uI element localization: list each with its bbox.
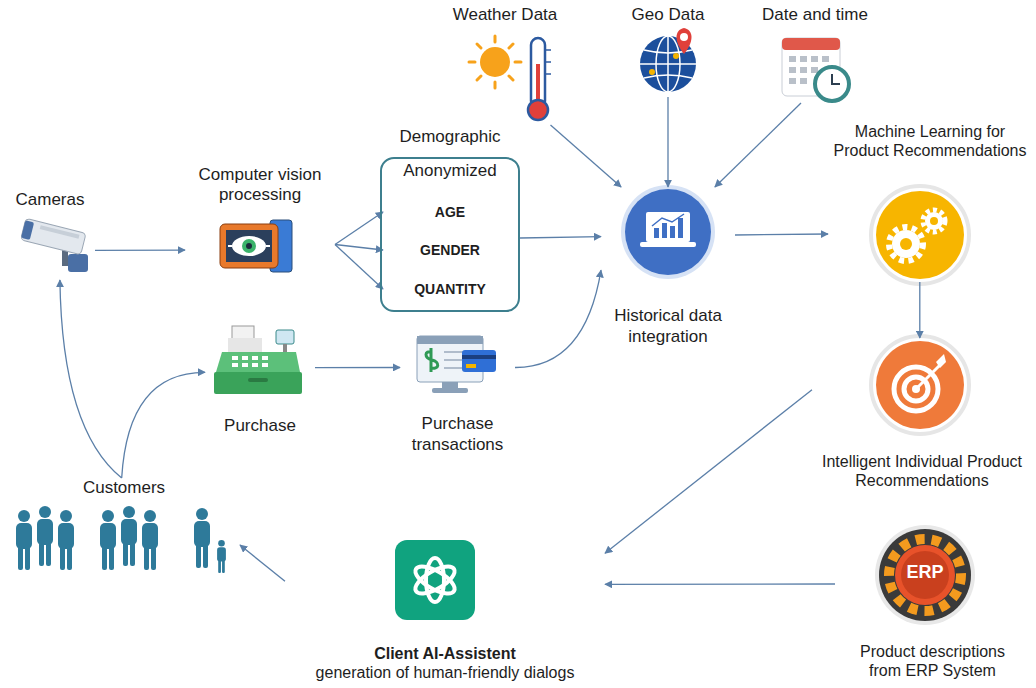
weather-icon [469, 36, 551, 120]
node-label: GENDER [420, 242, 480, 259]
flow-arrow [122, 372, 205, 478]
attribute-item: AGE [383, 201, 517, 223]
flow-arrow [335, 245, 383, 250]
gears-icon [871, 186, 969, 284]
attribute-item: QUANTITY [383, 278, 517, 300]
node-label: Machine Learning for Product Recommendat… [830, 122, 1030, 160]
demographic-box: DemographicAnonymizedAGE GENDER QUANTITY [380, 127, 520, 312]
node-label: Purchase transactions [403, 414, 513, 455]
analytics-icon [621, 185, 715, 279]
flow-arrow [735, 234, 828, 235]
vision-icon [220, 220, 292, 272]
node-sublabel: generation of human-friendly dialogs [316, 663, 575, 682]
node-label: Demographic [399, 127, 500, 147]
node-label: Customers [83, 478, 165, 498]
flow-arrow [60, 280, 122, 478]
recommendation-node: Intelligent Individual Product Recommend… [812, 338, 1032, 490]
flow-arrow [667, 97, 668, 187]
node-label: Intelligent Individual Product Recommend… [817, 452, 1027, 490]
node-label: Cameras [16, 190, 85, 210]
erp-node: Product descriptions from ERP System [835, 520, 1030, 680]
ml-node: Machine Learning for Product Recommendat… [828, 122, 1032, 282]
flow-arrow [95, 249, 185, 250]
flow-arrow [520, 237, 601, 238]
assistant-logo [395, 540, 475, 620]
node-label: Computer vision processing [190, 165, 330, 206]
node-label: Weather Data [453, 5, 558, 25]
flow-arrow [335, 245, 383, 289]
transactions-icon [417, 336, 496, 393]
transactions-node: Purchase transactions [400, 330, 515, 455]
flow-arrow [551, 125, 622, 187]
integration-node: Historical data integration [601, 187, 735, 347]
erp-gear [875, 525, 975, 625]
geo-icon [640, 28, 696, 92]
flow-arrow [605, 583, 835, 585]
target-icon [871, 336, 969, 434]
customers-icon [16, 506, 226, 573]
node-label: Date and time [762, 5, 868, 25]
node-label: Product descriptions from ERP System [843, 642, 1023, 680]
weather-node: Weather Data [440, 5, 570, 125]
calendar-icon [782, 38, 849, 101]
flow-arrow [515, 270, 601, 367]
node-sublabel: Anonymized [403, 161, 497, 181]
attribute-item: GENDER [383, 239, 517, 261]
node-label: Client AI-Assistent [374, 644, 516, 663]
vision-node: Computer vision processing [185, 165, 335, 277]
flow-arrow [605, 390, 812, 554]
node-label: AGE [435, 204, 465, 221]
assistant-node: Client AI-Assistentgeneration of human-f… [285, 534, 605, 682]
flow-arrow [315, 367, 400, 368]
flow-arrow [919, 282, 920, 338]
flow-arrow [715, 103, 801, 187]
node-label: QUANTITY [414, 281, 486, 298]
flow-arrow [240, 545, 285, 581]
purchase-node: Purchase [205, 318, 315, 436]
flow-arrow [335, 212, 383, 245]
geo-node: Geo Data [620, 5, 716, 97]
customers-node: Customers [8, 478, 240, 578]
camera-icon [21, 218, 88, 272]
erp-badge-text: ERP [895, 562, 955, 584]
node-label: Geo Data [632, 5, 705, 25]
register-icon [214, 326, 302, 394]
node-label: Historical data integration [603, 306, 733, 347]
camera-node: Cameras [5, 190, 95, 280]
node-label: Purchase [224, 416, 296, 436]
datetime-node: Date and time [745, 5, 885, 103]
